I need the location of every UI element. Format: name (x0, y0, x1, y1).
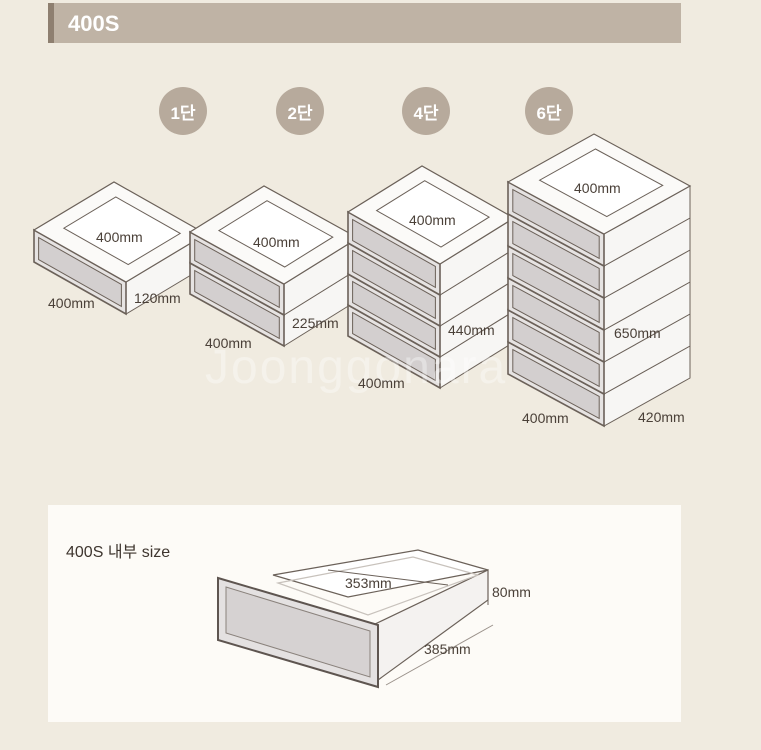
stack-top-inset (538, 148, 664, 218)
drawer-front-inset (512, 316, 600, 388)
header-title: 400S (68, 11, 120, 36)
drawer-front-inset (352, 218, 436, 289)
interior-width-dim: 353mm (345, 575, 392, 591)
stack1-width-dim: 400mm (48, 295, 95, 311)
depth-dim-line (385, 624, 494, 686)
drawer-front-inset (225, 586, 371, 678)
stack2-width-dim: 400mm (205, 335, 252, 351)
stack4-top-dim: 400mm (409, 212, 456, 228)
width-arrow (327, 569, 449, 586)
stack4-height-dim: 440mm (448, 322, 495, 338)
section-header: 400S (48, 3, 681, 43)
interior-title: 400S 내부 size (66, 544, 171, 561)
drawer-stacks-illustration (32, 133, 692, 428)
watermark: Joonggonara (205, 341, 508, 394)
drawer-front-inset (512, 284, 600, 356)
tier-badge-2: 2단 (276, 87, 324, 135)
stack6-width-dim: 400mm (522, 410, 569, 426)
drawer-front-inset (512, 220, 600, 292)
stack2-height-dim: 225mm (292, 315, 339, 331)
drawer-front-inset (512, 348, 600, 420)
stack1-height-dim: 120mm (134, 290, 181, 306)
stack-top-inset (62, 196, 182, 266)
tier-badge-1: 1단 (159, 87, 207, 135)
drawer-front-inset (512, 188, 600, 260)
stack-top-inset (375, 180, 491, 248)
drawer-front-inset (352, 311, 436, 382)
tier-badge-6: 6단 (525, 87, 573, 135)
interior-drawer-illustration (217, 549, 494, 689)
stack2-top-dim: 400mm (253, 234, 300, 250)
stack-top-inset (217, 200, 334, 268)
interior-depth-dim: 385mm (424, 641, 471, 657)
drawer-inner-floor (275, 556, 480, 616)
stack1-top-dim: 400mm (96, 229, 143, 245)
drawer-front-inset (352, 249, 436, 320)
drawer-front-inset (38, 236, 122, 308)
stack4-width-dim: 400mm (358, 375, 405, 391)
drawer-front-inset (194, 269, 280, 340)
interior-height-dim: 80mm (492, 584, 531, 600)
drawer-front-inset (352, 280, 436, 351)
drawer-front-inset (194, 238, 280, 309)
stack6-top-dim: 400mm (574, 180, 621, 196)
stack6-height-dim: 650mm (614, 325, 661, 341)
drawer-front-inset (512, 252, 600, 324)
interior-size-panel: 400S 내부 size 353mm 80mm 385mm (48, 505, 681, 722)
tier-badge-4: 4단 (402, 87, 450, 135)
stack6-depth-dim: 420mm (638, 409, 685, 425)
